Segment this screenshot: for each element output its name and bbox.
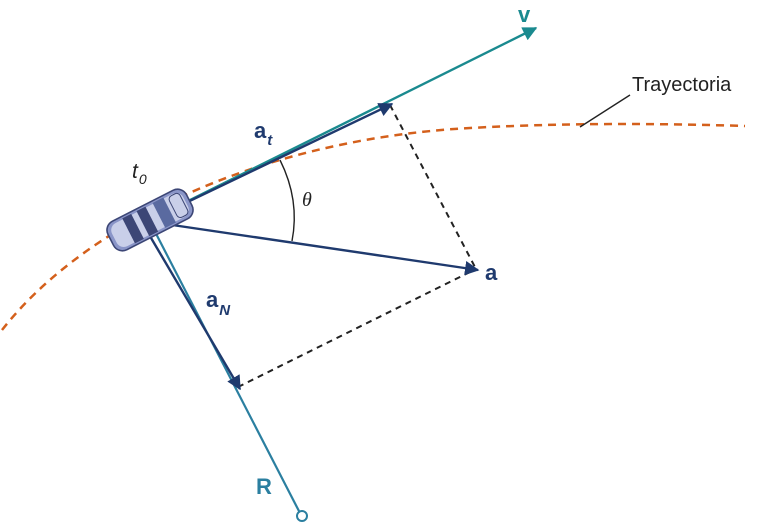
velocity-label: v bbox=[518, 2, 531, 27]
t0-label: t0 bbox=[132, 160, 147, 187]
car-icon bbox=[106, 188, 194, 252]
normal-acceleration-vector bbox=[142, 225, 242, 391]
radius-center-point bbox=[296, 510, 308, 522]
trajectory-leader-line bbox=[579, 94, 631, 128]
radius-line bbox=[149, 221, 302, 516]
tangential-acceleration-vector bbox=[151, 102, 394, 221]
trajectory-label: Trayectoria bbox=[632, 74, 732, 96]
theta-label: θ bbox=[302, 189, 312, 211]
tangential-acceleration-label: at bbox=[254, 118, 273, 149]
dashed-line-at-to-a bbox=[389, 104, 477, 270]
normal-acceleration-label: aN bbox=[206, 287, 231, 319]
trajectory-curve bbox=[1, 122, 746, 331]
theta-angle-arc bbox=[279, 159, 295, 242]
acceleration-vector bbox=[151, 220, 480, 276]
dashed-line-an-to-a bbox=[237, 268, 477, 388]
radius-label: R bbox=[256, 474, 272, 499]
acceleration-label: a bbox=[485, 260, 498, 285]
